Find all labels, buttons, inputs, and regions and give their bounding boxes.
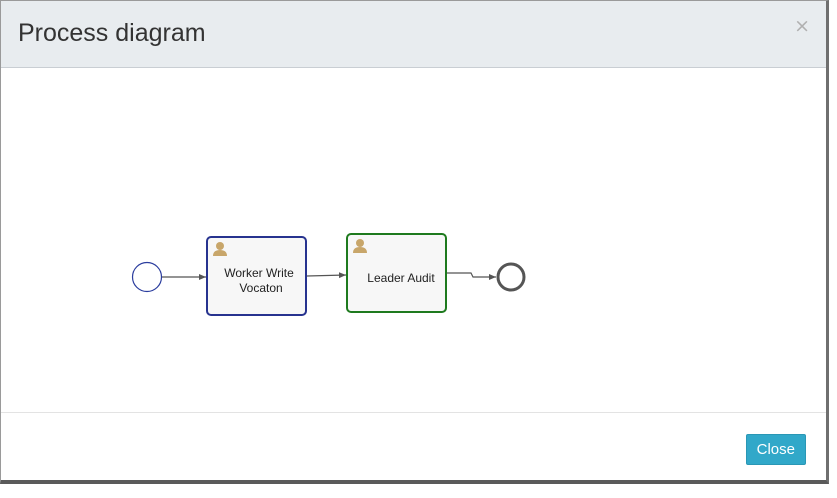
end-event[interactable]	[496, 262, 526, 292]
dialog-footer: Close	[1, 412, 826, 481]
task-worker-write-vocation[interactable]: Worker Write Vocaton	[206, 236, 307, 316]
dialog-title: Process diagram	[18, 19, 206, 47]
user-icon	[213, 242, 227, 256]
sequence-flow-leader-to-end	[447, 272, 496, 280]
process-diagram: Worker Write Vocaton Leader Audit	[131, 233, 526, 316]
process-diagram-dialog: Process diagram × Worker Write	[0, 0, 829, 484]
task-worker-label-line1: Worker Write	[224, 266, 294, 280]
task-leader-label: Leader Audit	[367, 271, 435, 285]
task-worker-label-line2: Vocaton	[239, 281, 282, 295]
task-leader-audit[interactable]: Leader Audit	[346, 233, 447, 313]
start-event[interactable]	[131, 261, 163, 293]
close-icon[interactable]: ×	[794, 15, 810, 37]
close-button[interactable]: Close	[745, 434, 806, 465]
dialog-body: Worker Write Vocaton Leader Audit	[1, 68, 826, 412]
dialog-header: Process diagram ×	[1, 1, 826, 68]
sequence-flow-worker-to-leader	[306, 272, 347, 279]
user-icon	[353, 239, 367, 253]
